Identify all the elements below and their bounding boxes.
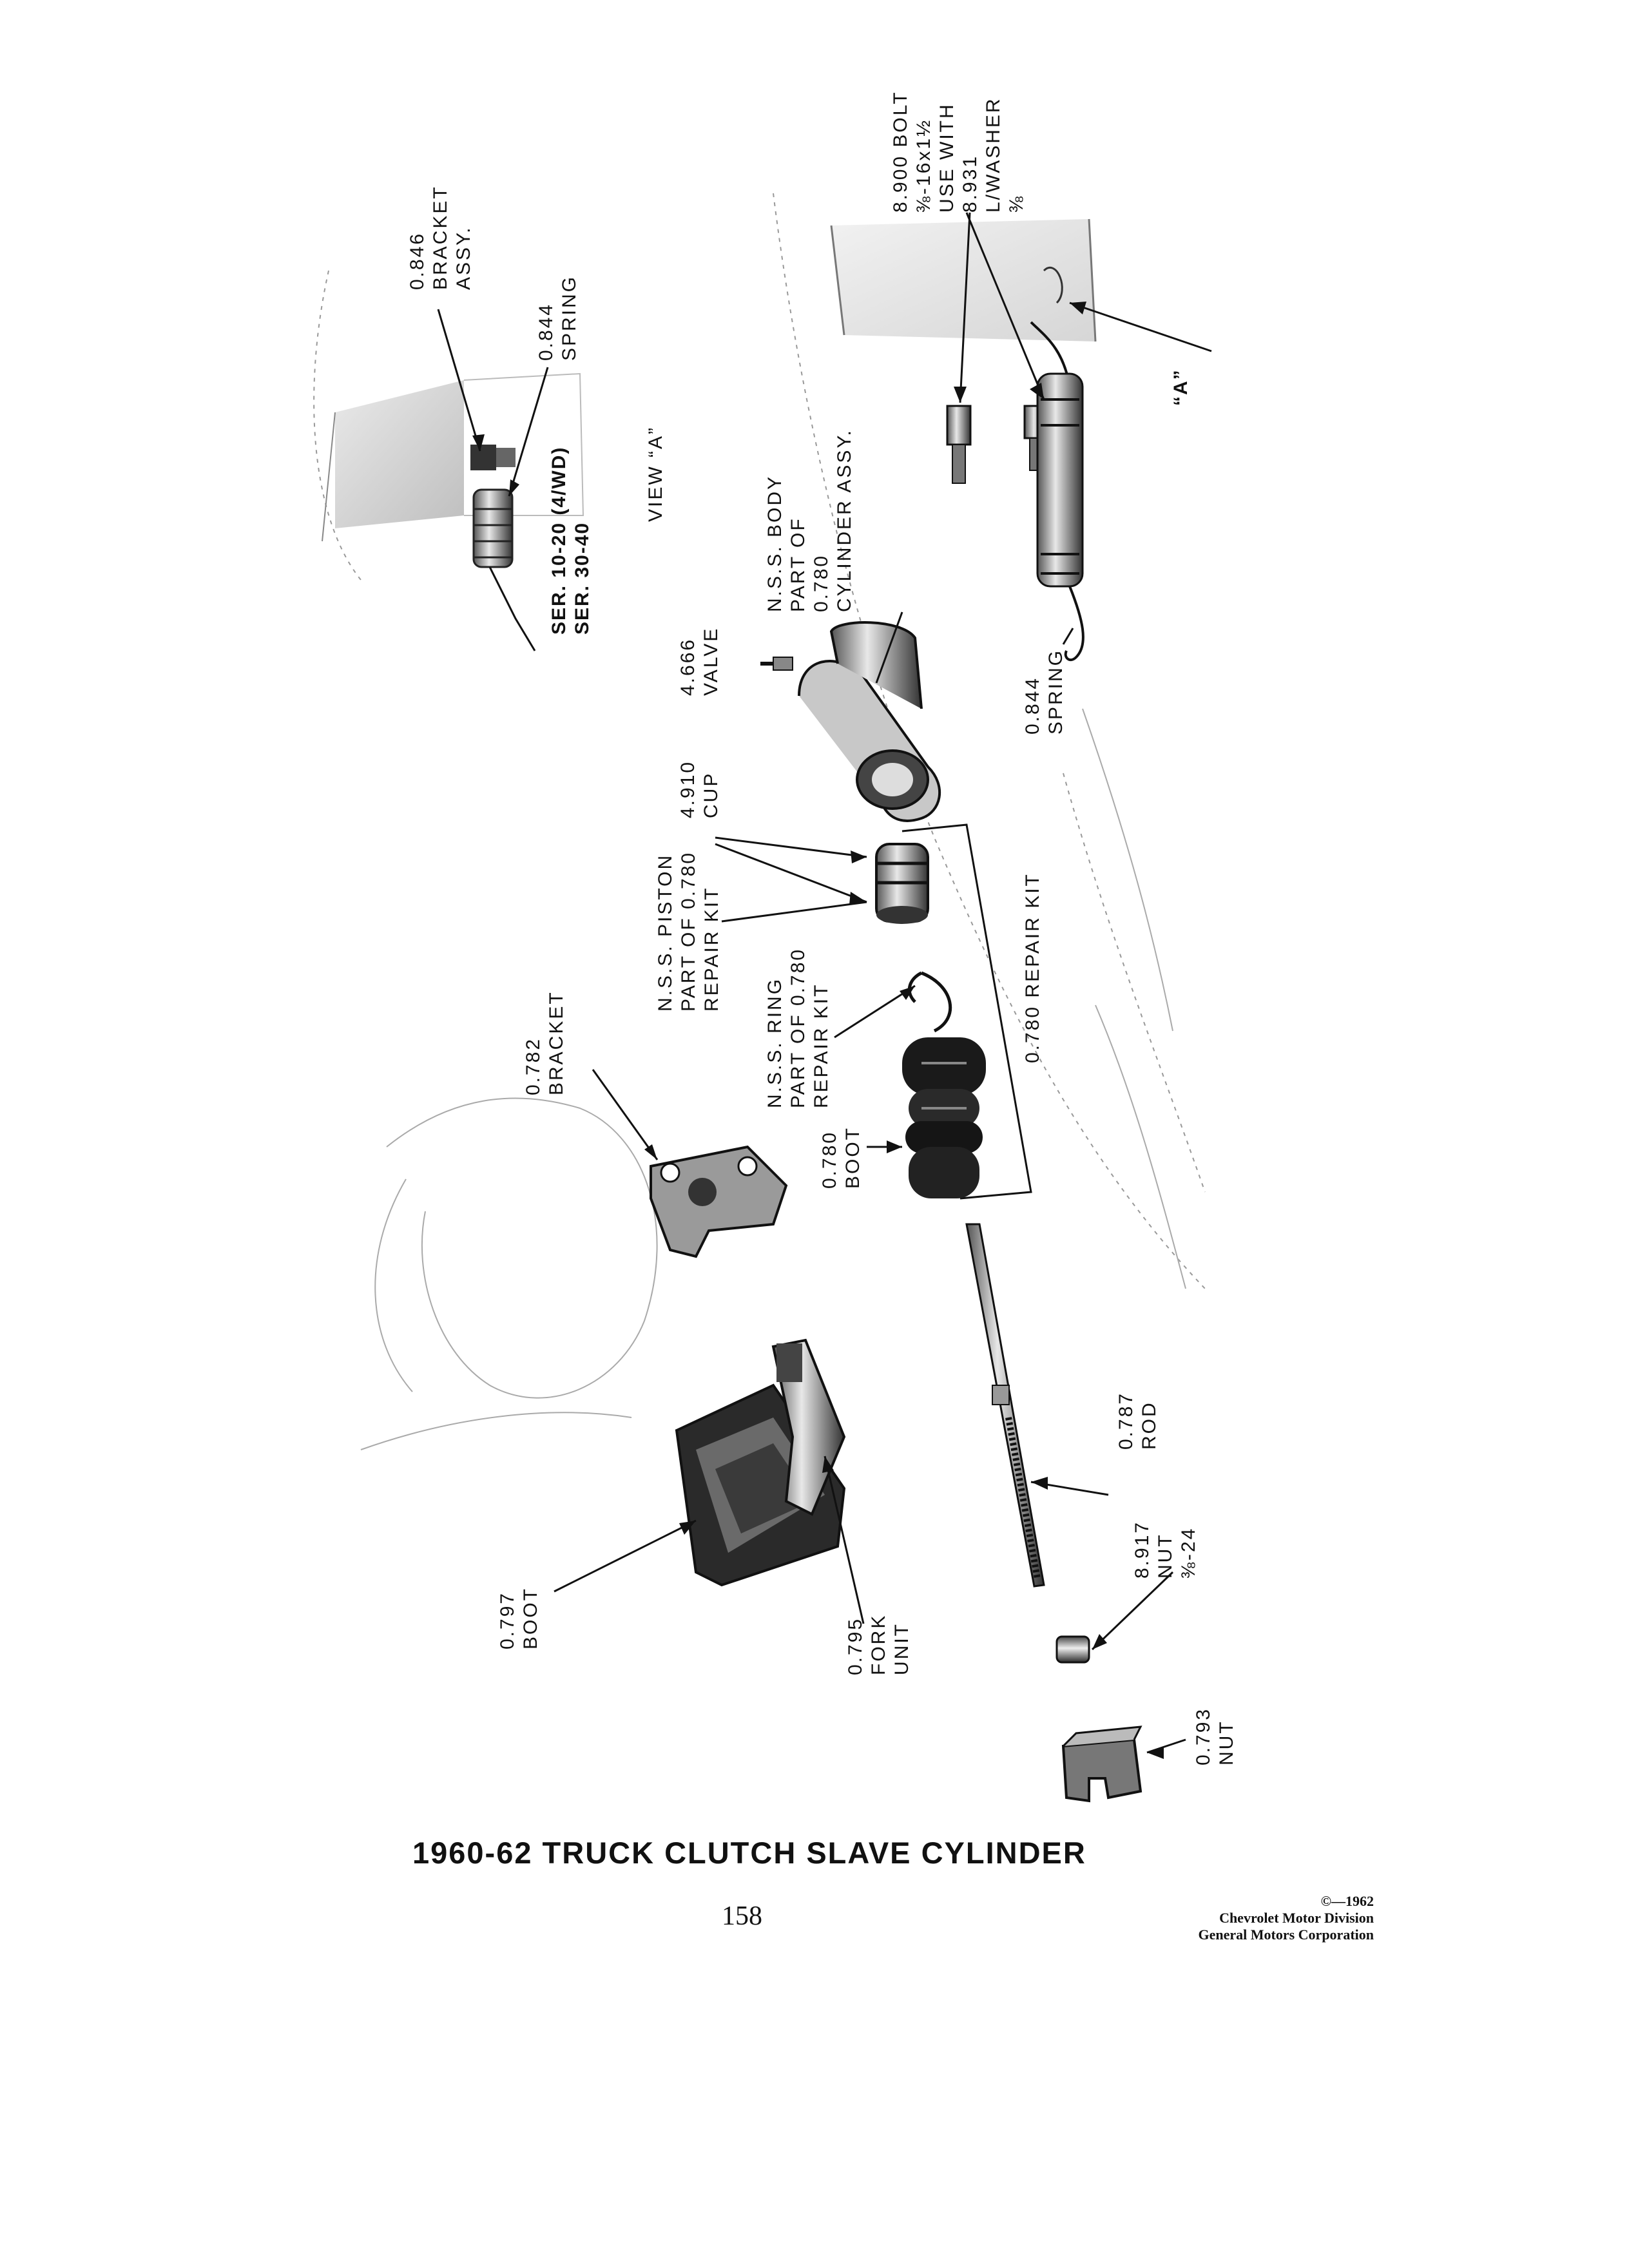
- label-series-note: SER. 10-20 (4/WD)SER. 30-40: [548, 446, 593, 635]
- view-a-spring: [472, 488, 536, 651]
- piston-cup: [875, 843, 929, 924]
- copyright-division: Chevrolet Motor Division: [1219, 1910, 1374, 1926]
- copyright-corporation: General Motors Corporation: [1198, 1927, 1374, 1943]
- leader-arrowheads: [472, 302, 1164, 1759]
- label-view-a: VIEW “A”: [645, 426, 666, 522]
- label-repair-kit: 0.780 REPAIR KIT: [1022, 872, 1043, 1063]
- diagram-title: 1960-62 TRUCK CLUTCH SLAVE CYLINDER: [412, 1836, 1086, 1870]
- cylinder-boot: [902, 1037, 986, 1198]
- page-number: 158: [722, 1901, 762, 1931]
- push-rod: [965, 1223, 1045, 1588]
- repair-kit-bracket: [901, 823, 1032, 1200]
- main-spring: [1030, 321, 1084, 662]
- view-a-bracket: [470, 445, 516, 470]
- copyright-year: ©—1962: [1320, 1893, 1374, 1909]
- frame-bracket-panel: [830, 218, 1097, 342]
- cylinder-body: [760, 621, 941, 822]
- copyright-block: ©—1962 Chevrolet Motor Division General …: [1199, 1893, 1374, 1943]
- small-nut: [1055, 1635, 1090, 1664]
- view-a-panel: [322, 372, 584, 542]
- chassis-outline: [313, 193, 1206, 1289]
- large-nut: [1061, 1725, 1142, 1803]
- mounting-bracket: [650, 1145, 788, 1258]
- frame-sketch: [360, 708, 1186, 1450]
- leader-lines: [437, 212, 1212, 1754]
- label-callout-a: “A”: [1170, 369, 1191, 406]
- bolt-left: [946, 405, 972, 484]
- retaining-ring: [907, 971, 952, 1033]
